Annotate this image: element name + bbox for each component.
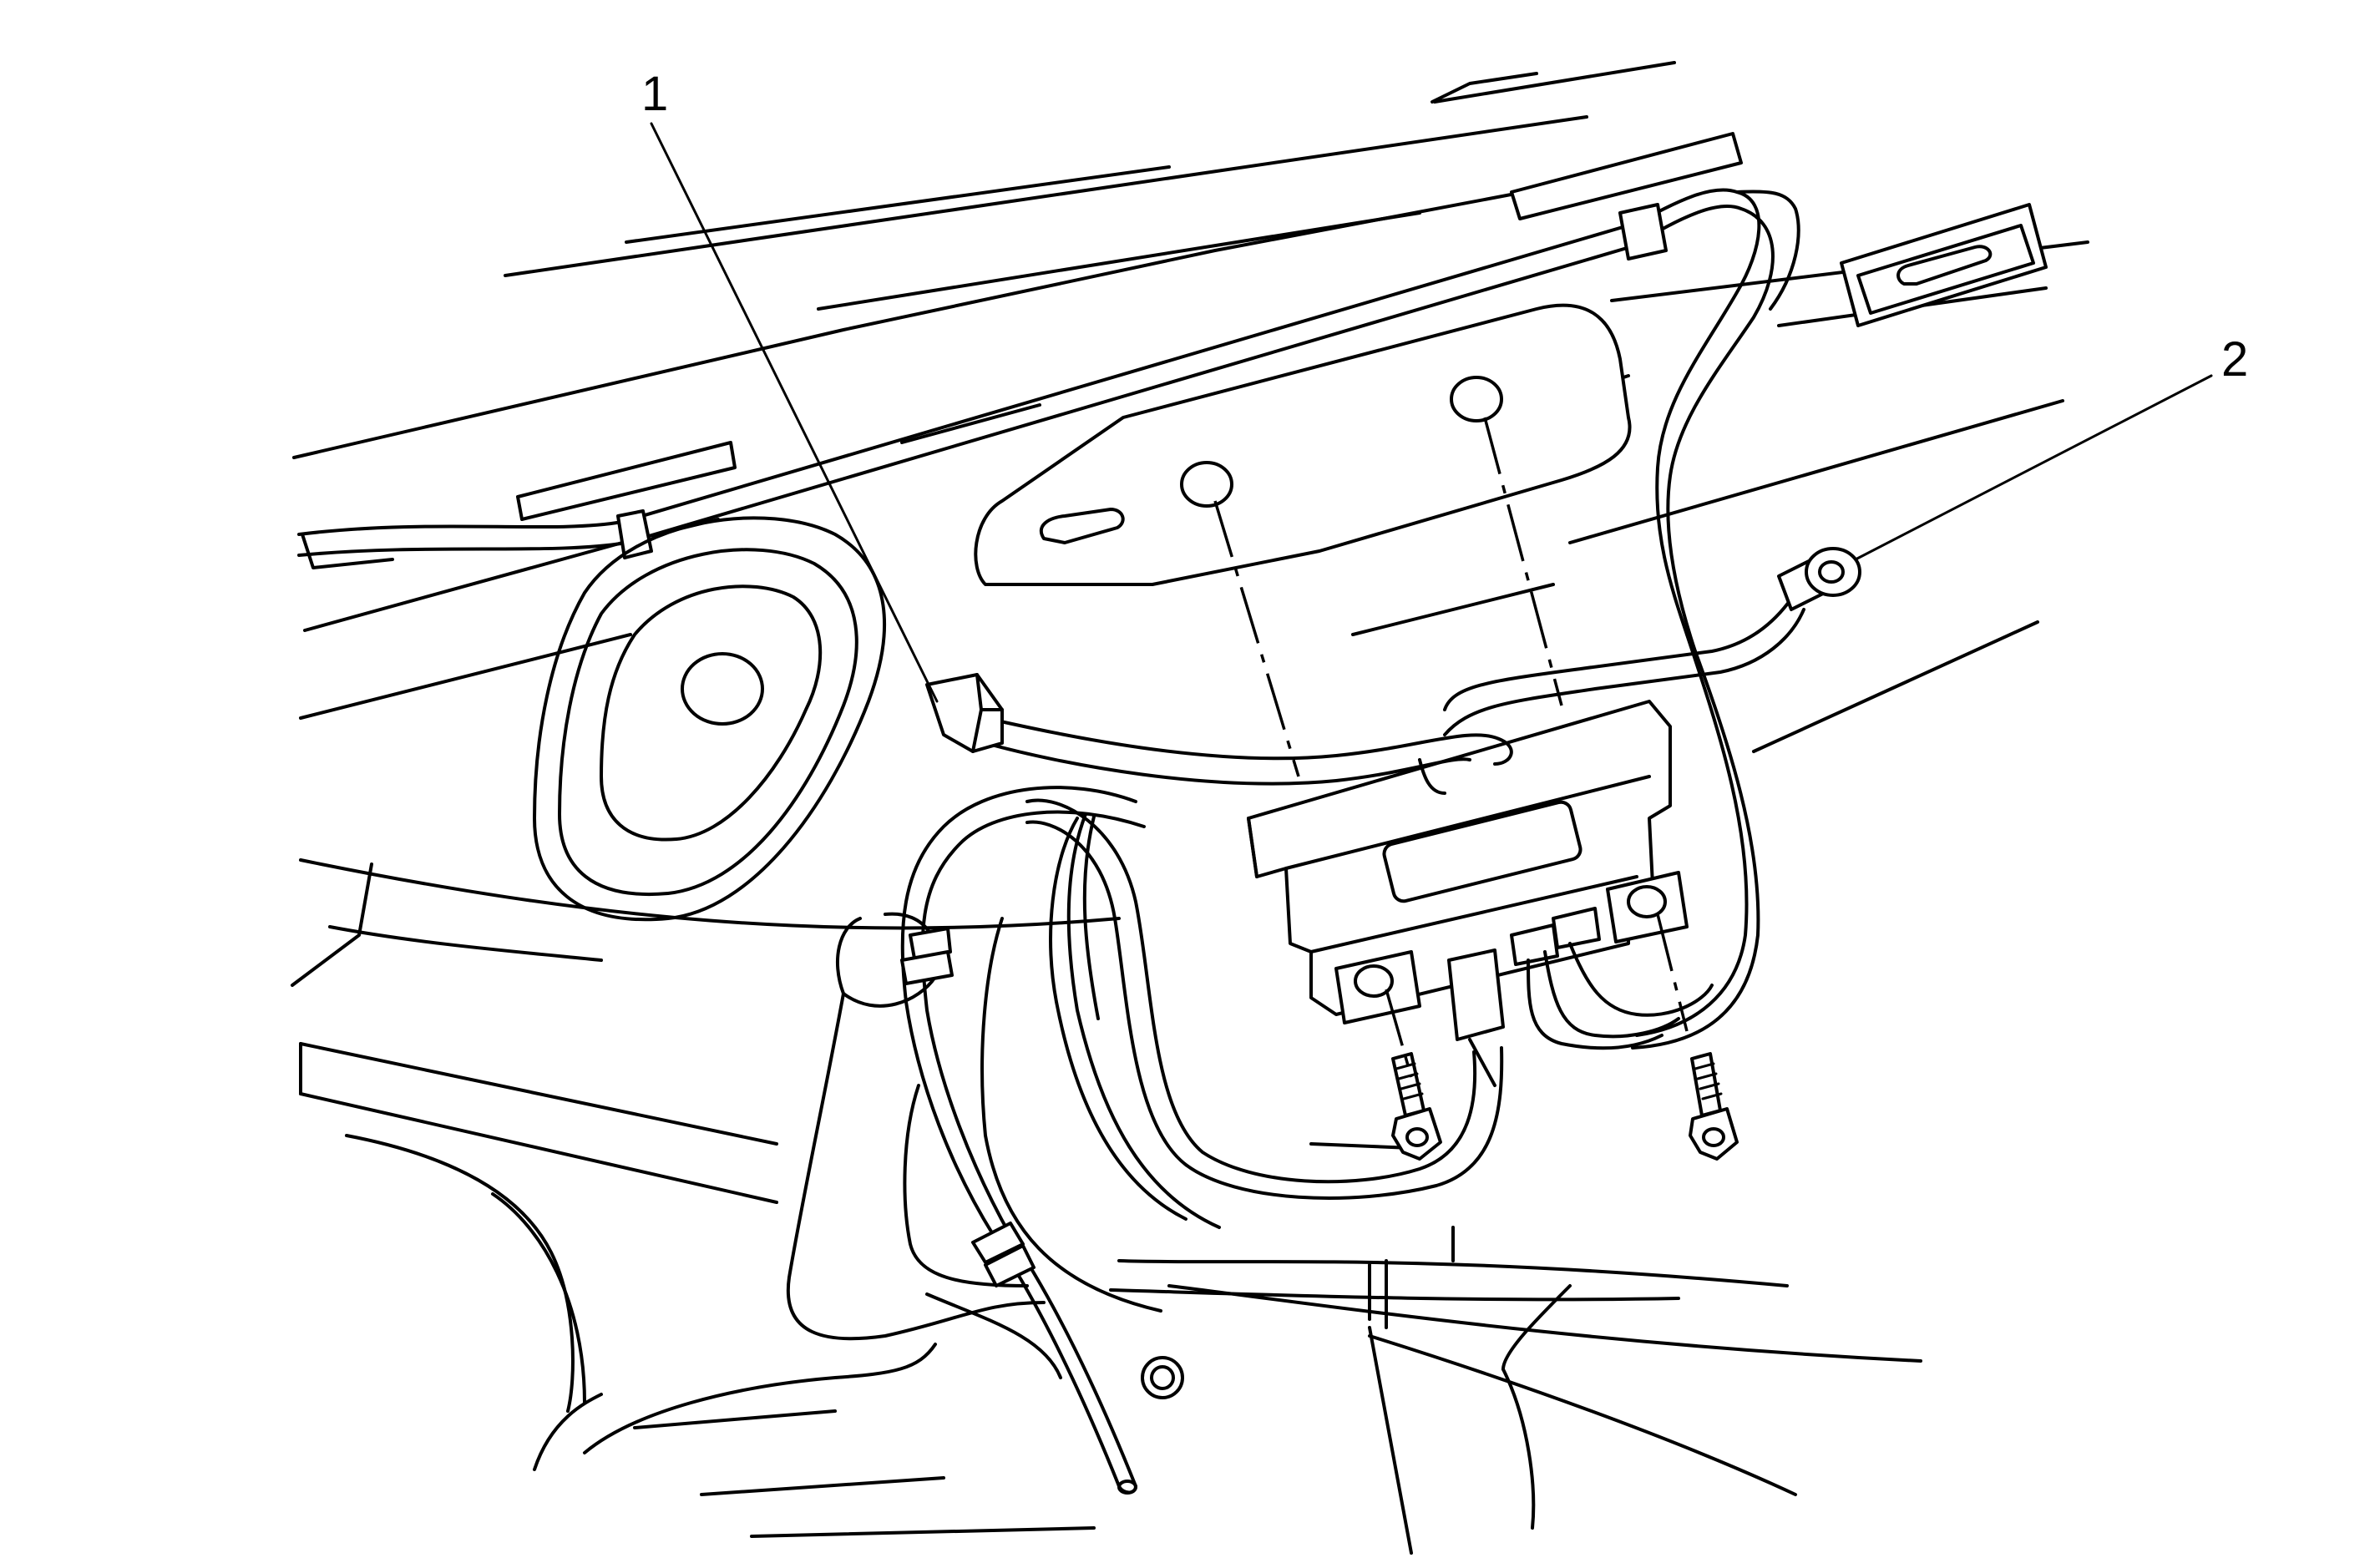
leader-line-1 [650,122,939,703]
antenna-module [1025,700,1714,1200]
lower-cable-loop [900,786,1221,1495]
upper-harness [297,188,1800,1050]
installation-guides [1213,417,1689,1078]
callout-2: 2 [1854,332,2248,561]
ring-terminal [1777,547,1861,611]
body-panel-lines [291,61,2089,1555]
slot-bracket [1840,203,2048,327]
callout-label-2: 2 [2221,332,2248,387]
callout-label-1: 1 [641,67,668,121]
access-hole-grommet [533,516,886,922]
connector-cable [984,591,1805,795]
bolt-right [1689,1052,1739,1161]
electrical-connector [925,673,1004,753]
callout-1: 1 [641,67,939,703]
roof-rail-clips [516,132,1743,521]
lower-body-contours [533,912,1184,1538]
leader-line-2 [1854,374,2213,561]
mounting-bracket [974,303,1632,586]
bolt-left [1391,1052,1442,1161]
